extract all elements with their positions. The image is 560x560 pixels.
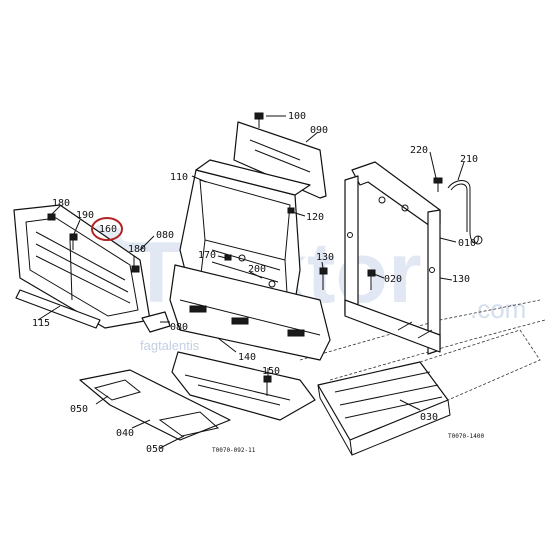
callout-220: 220 [410, 145, 428, 156]
callout-210: 210 [460, 154, 478, 165]
watermark-suffix: .com [470, 294, 526, 324]
bracket-010 [344, 161, 441, 355]
callout-050-bottom: 050 [146, 444, 164, 455]
watermark-tagline: fagtalentis [140, 338, 200, 353]
panel-090 [233, 112, 327, 199]
callout-130-right: 130 [452, 274, 470, 285]
callout-050-top: 050 [70, 404, 88, 415]
callout-040: 040 [116, 428, 134, 439]
callout-150: 150 [262, 366, 280, 377]
callout-080-bottom: 080 [170, 322, 188, 333]
callout-030: 030 [420, 412, 438, 423]
callout-100: 100 [288, 111, 306, 122]
leader-lines [37, 115, 465, 449]
frame-assembly [299, 299, 546, 456]
bolt-190 [69, 233, 78, 250]
grille-160 [13, 204, 151, 329]
callout-020: 020 [384, 274, 402, 285]
callout-010: 010 [458, 238, 476, 249]
callout-130-mid: 130 [316, 252, 334, 263]
callout-140: 140 [238, 352, 256, 363]
undercover-040 [79, 369, 231, 441]
callout-160: 160 [99, 224, 117, 235]
callout-180-top: 180 [52, 198, 70, 209]
figure-code-main: T0070-092-11 [212, 447, 256, 454]
callout-120: 120 [306, 212, 324, 223]
rod-210 [447, 180, 483, 245]
callout-170: 170 [198, 250, 216, 261]
figure-code-frame: T0070-1400 [448, 433, 485, 440]
callout-115: 115 [32, 318, 50, 329]
callout-190: 190 [76, 210, 94, 221]
bolts-misc [263, 267, 376, 396]
callout-labels: 100 090 110 120 220 210 010 180 190 160 … [32, 111, 478, 455]
callout-090: 090 [310, 125, 328, 136]
callout-110: 110 [170, 172, 188, 183]
bracket-080 [141, 311, 171, 333]
callout-200: 200 [248, 264, 266, 275]
callout-080-top: 080 [156, 230, 174, 241]
callout-180-right: 180 [128, 244, 146, 255]
bumper-140 [169, 264, 331, 361]
screen-115 [15, 289, 101, 329]
highlight-circle [91, 217, 123, 241]
bolt-220 [433, 177, 443, 192]
lower-skirt [171, 351, 316, 421]
